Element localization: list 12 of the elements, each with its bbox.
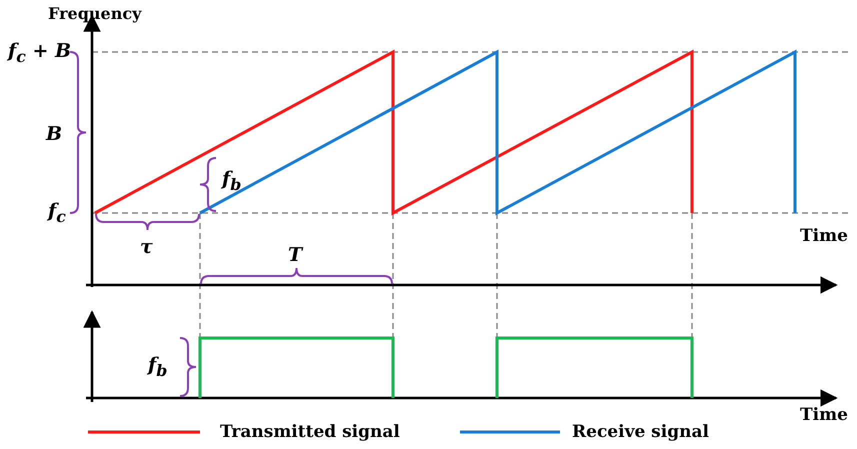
bandwidth-label: B — [46, 125, 62, 144]
axis-title: Time — [800, 228, 848, 245]
legend-label: Receive signal — [572, 424, 709, 441]
delay-label: τ — [140, 238, 153, 257]
axis-tick-label: f$_{c}$ + B — [8, 42, 72, 65]
beat-frequency-label: f$_{b}$ — [222, 170, 242, 193]
period-label: T — [288, 246, 302, 265]
beat-frequency-label: f$_{b}$ — [148, 356, 168, 379]
legend-label: Transmitted signal — [220, 424, 400, 441]
axis-title: Time — [800, 407, 848, 424]
axis-title: Frequency — [48, 6, 142, 22]
axis-tick-label: f$_{c}$ — [48, 202, 66, 225]
